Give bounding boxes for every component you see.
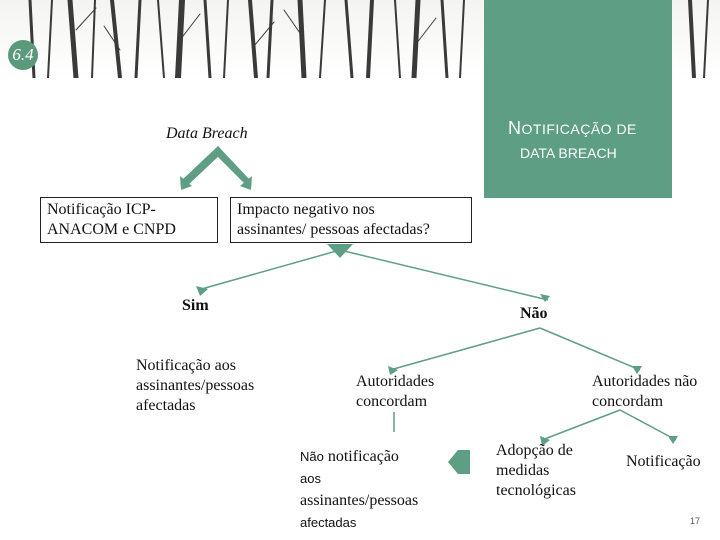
- adopcao-line3: tecnológicas: [496, 482, 576, 499]
- notif-icp-line1: Notificação ICP-: [47, 201, 156, 218]
- arrow-to-impacto: [216, 146, 250, 186]
- impacto-line1: Impacto negativo nos: [237, 201, 375, 218]
- nao-notif-afect: afectadas: [300, 515, 357, 530]
- data-breach-label: Data Breach: [166, 125, 248, 142]
- sim-label: Sim: [182, 297, 209, 314]
- notif-aos-line3: afectadas: [136, 397, 196, 414]
- aut-concordam-text: Autoridades concordam: [356, 372, 434, 412]
- aut-nao-concordam-text: Autoridades não concordam: [592, 372, 697, 412]
- notif-icp-box: Notificação ICP- ANACOM e CNPD: [40, 197, 218, 243]
- nao-label: Não: [520, 305, 548, 322]
- aut-concordam-line1: Autoridades: [356, 373, 435, 390]
- title-block: NOTIFICAÇÃO DE DATA BREACH: [484, 0, 672, 198]
- impacto-line2: assinantes/ pessoas afectadas?: [237, 221, 430, 238]
- adopcao-text: Adopção de medidas tecnológicas: [496, 441, 576, 501]
- notificacao-label: Notificação: [626, 453, 701, 470]
- adopcao-line2: medidas: [496, 462, 550, 479]
- notif-aos-text: Notificação aos assinantes/pessoas afect…: [136, 356, 254, 416]
- left-block-arrow: [448, 450, 470, 474]
- aut-concordam-line2: concordam: [356, 393, 428, 410]
- page-title: NOTIFICAÇÃO DE: [508, 118, 637, 138]
- arrow-to-icp: [182, 146, 225, 186]
- notif-aos-line2: assinantes/pessoas: [136, 377, 255, 394]
- impacto-box: Impacto negativo nos assinantes/ pessoas…: [230, 197, 472, 243]
- nao-notif-assin: assinantes/pessoas: [300, 492, 419, 509]
- logo: 6.4: [8, 40, 38, 70]
- notif-aos-line1: Notificação aos: [136, 357, 236, 374]
- aut-nao-line1: Autoridades não: [592, 373, 698, 390]
- nao-notif-aos: aos: [300, 471, 321, 486]
- adopcao-line1: Adopção de: [496, 442, 573, 459]
- arrow-impacto-down: [327, 244, 353, 258]
- aut-nao-line2: concordam: [592, 393, 664, 410]
- nao-notif-line1: Não notificação: [300, 448, 399, 465]
- notif-icp-line2: ANACOM e CNPD: [47, 221, 176, 238]
- page-subtitle: DATA BREACH: [520, 145, 617, 161]
- nao-notificacao-text: Não notificação aos assinantes/pessoas a…: [300, 446, 418, 534]
- page-number: 17: [690, 516, 701, 526]
- tree-trunks-image: [28, 0, 709, 78]
